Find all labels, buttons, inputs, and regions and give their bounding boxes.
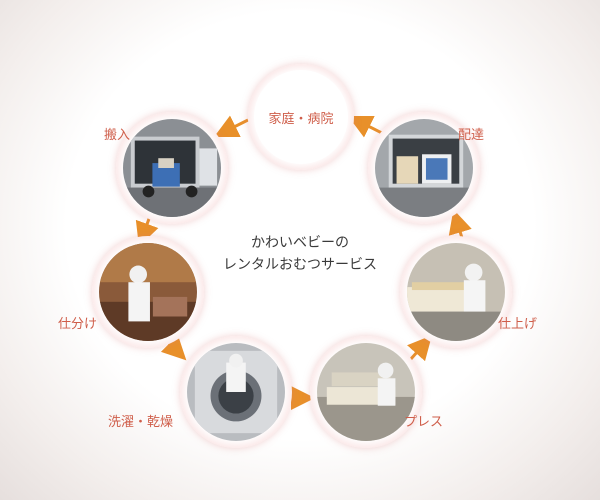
press-machine-photo bbox=[317, 343, 415, 441]
delivery-truck-photo bbox=[375, 119, 473, 217]
node-delivery bbox=[368, 112, 480, 224]
arrow-home-to-carry-in bbox=[213, 115, 249, 138]
arrow-delivery-to-home bbox=[347, 115, 383, 138]
washing-machine-photo bbox=[187, 343, 285, 441]
node-home-inner: 家庭・病院 bbox=[254, 70, 348, 164]
node-washing bbox=[180, 336, 292, 448]
label-carry-in: 搬入 bbox=[104, 128, 131, 143]
sorting-worker-photo bbox=[99, 243, 197, 341]
truck-unloading-photo bbox=[123, 119, 221, 217]
arrow-carry-in-to-sorting bbox=[135, 215, 159, 247]
node-sorting bbox=[92, 236, 204, 348]
label-finishing: 仕上げ bbox=[498, 317, 538, 332]
title-line-2: レンタルおむつサービス bbox=[223, 257, 377, 273]
label-home: 家庭・病院 bbox=[268, 111, 334, 127]
node-home: 家庭・病院 bbox=[248, 64, 354, 170]
node-finishing bbox=[400, 236, 512, 348]
finishing-worker-photo bbox=[407, 243, 505, 341]
node-press bbox=[310, 336, 422, 448]
arrow-press-to-finishing bbox=[407, 335, 432, 362]
node-carry-in bbox=[116, 112, 228, 224]
title-line-1: かわいベビーの bbox=[251, 235, 349, 251]
label-press: プレス bbox=[404, 415, 444, 430]
label-washing: 洗濯・乾燥 bbox=[108, 415, 174, 430]
label-sorting: 仕分け bbox=[58, 317, 98, 332]
center-title: かわいベビーの レンタルおむつサービス bbox=[190, 232, 410, 276]
arrow-finishing-to-delivery bbox=[448, 209, 472, 239]
label-delivery: 配達 bbox=[458, 128, 485, 143]
